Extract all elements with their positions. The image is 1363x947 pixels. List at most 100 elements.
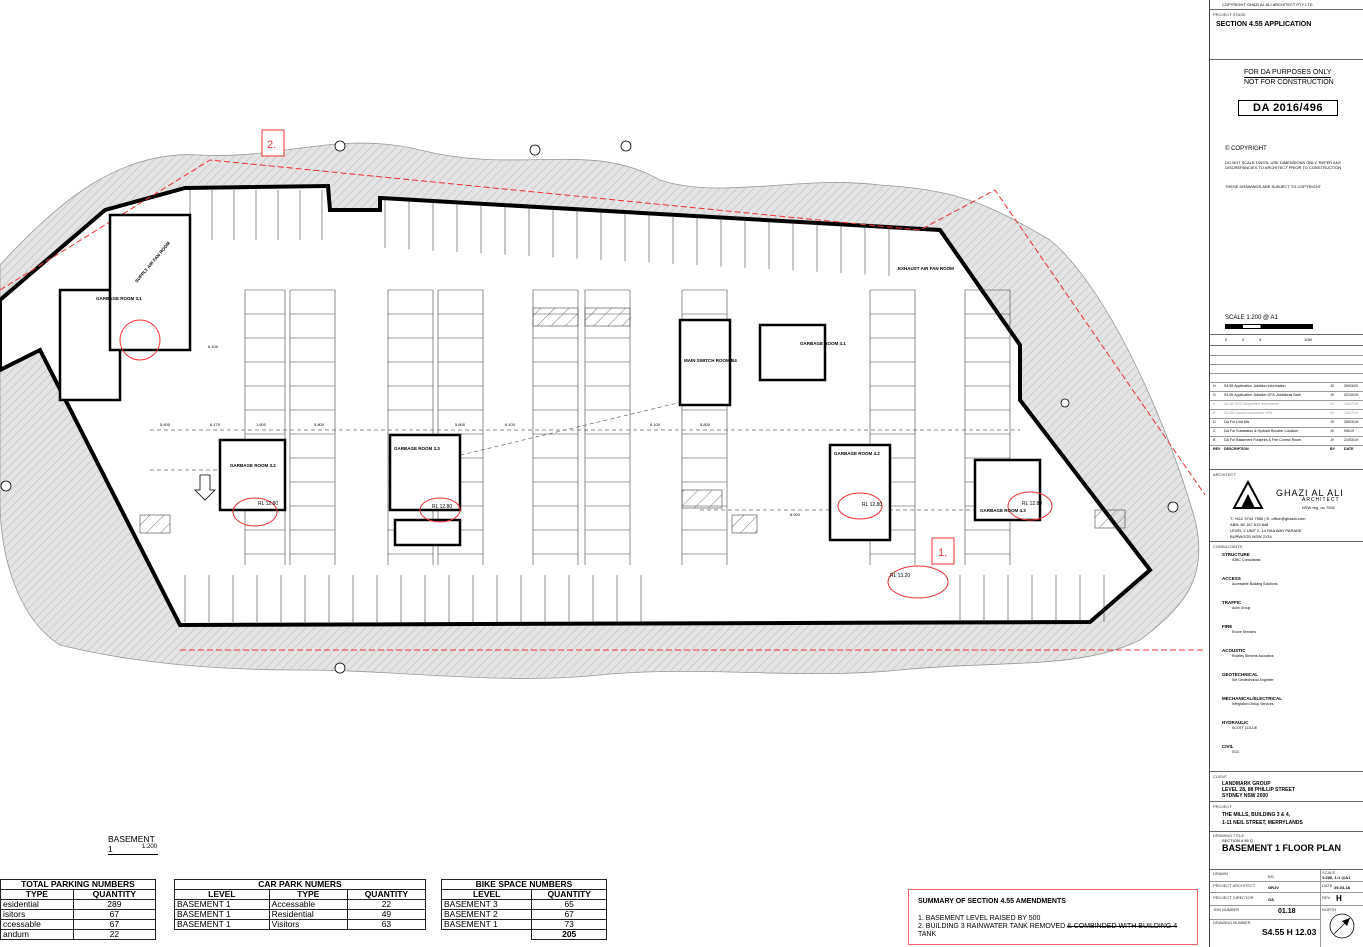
rl-label: RL 12.80 — [258, 501, 278, 507]
svg-text:6.900: 6.900 — [790, 512, 801, 517]
rl-label: RL 13.20 — [890, 573, 910, 579]
title-block: COPYRIGHT GHAZI AL ALI ARCHITECT PTY LTD… — [1209, 0, 1363, 947]
revision-letter: H — [1336, 894, 1342, 903]
drawing-title-cell: DRAWING TITLE SECTION 4.55 Q BASEMENT 1 … — [1210, 832, 1363, 870]
svg-text:5.400: 5.400 — [160, 422, 171, 427]
table-caption: CAR PARK NUMERS — [174, 879, 426, 890]
revision-row — [1210, 346, 1363, 356]
job-number: 01.18 — [1278, 908, 1296, 915]
room-exhaust-fan: EXHAUST AIR FAN ROOM — [898, 266, 954, 271]
callout-1: 1. — [938, 547, 947, 559]
revision-row — [1210, 373, 1363, 383]
bike-total: 205 — [531, 929, 607, 940]
revision-row — [1210, 364, 1363, 374]
drawing-title: BASEMENT 1 FLOOR PLAN — [1222, 843, 1342, 853]
rl-label: RL 12.80 — [432, 504, 452, 510]
svg-text:6.100: 6.100 — [505, 422, 516, 427]
svg-text:6.100: 6.100 — [650, 422, 661, 427]
table-row: 205 — [442, 929, 607, 940]
project-stage: SECTION 4.55 APPLICATION — [1216, 21, 1312, 28]
architect-cell: ARCHITECT GHAZI AL ALI ARCHITECT NSW reg… — [1210, 470, 1363, 542]
amendment-item: TANK — [918, 931, 937, 938]
table-header: TYPE — [268, 889, 348, 900]
project-stage-cell: PROJECT STAGE SECTION 4.55 APPLICATION — [1210, 10, 1363, 60]
client-cell: CLIENT LANDMARK GROUP LEVEL 28, 88 PHILL… — [1210, 772, 1363, 802]
room-garbage-31: GARBAGE ROOM 3.1 — [96, 296, 142, 301]
svg-text:6.100: 6.100 — [208, 344, 219, 349]
table-header: LEVEL — [174, 889, 270, 900]
table-header: QUANTITY — [531, 889, 607, 900]
svg-text:5.800: 5.800 — [700, 422, 711, 427]
basement-floor-plan: 2. 1. SUPPLY AIR FAN ROOM EXHAUST AIR FA… — [0, 129, 1206, 679]
room-garbage-32: GARBAGE ROOM 3.2 — [230, 463, 276, 468]
table-header: LEVEL — [440, 889, 533, 900]
room-garbage-33: GARBAGE ROOM 3.3 — [394, 446, 440, 451]
rl-label: RL 12.80 — [1022, 501, 1042, 507]
amendment-item: 2. BUILDING 3 RAINWATER TANK REMOVED & C… — [918, 923, 1178, 930]
north-arrow-icon — [1329, 913, 1355, 939]
rl-label: RL 12.80 — [862, 502, 882, 508]
table-header: TYPE — [0, 889, 74, 900]
project-cell: PROJECT THE MILLS, BUILDING 3 & 4, 1-11 … — [1210, 802, 1363, 832]
callout-2: 2. — [267, 139, 276, 151]
room-garbage-42: GARBAGE ROOM 4.2 — [834, 451, 880, 456]
copyright-line: COPYRIGHT GHAZI AL ALI ARCHITECT PTY LTD — [1210, 0, 1363, 10]
plan-scale: 1:200 — [142, 844, 158, 850]
table-caption: TOTAL PARKING NUMBERS — [0, 879, 156, 890]
room-garbage-43: GARBAGE ROOM 4.3 — [980, 508, 1026, 513]
amendment-item: 1. BASEMENT LEVEL RAISED BY 500 — [918, 915, 1041, 922]
table-caption: BIKE SPACE NUMBERS — [441, 879, 607, 890]
plan-title: BASEMENT 1 — [108, 834, 158, 855]
site-boundary — [0, 159, 1206, 496]
da-number: DA 2016/496 — [1238, 100, 1338, 116]
amendments-title: SUMMARY OF SECTION 4.55 AMENDMENTS — [918, 898, 1066, 905]
svg-text:5.800: 5.800 — [314, 422, 325, 427]
drawing-info-grid: DRAWN KO SCALE 1:200, 1:1 @A1 PROJECT AR… — [1210, 870, 1363, 947]
svg-text:5.800: 5.800 — [455, 422, 466, 427]
svg-text:1.600: 1.600 — [256, 422, 267, 427]
table-header: QUANTITY — [72, 889, 157, 900]
room-main-switch: MAIN SWITCH ROOM B4 — [684, 358, 737, 363]
notes-cell: FOR DA PURPOSES ONLY NOT FOR CONSTRUCTIO… — [1210, 60, 1363, 335]
architect-logo-icon — [1232, 480, 1264, 509]
amendments-box: SUMMARY OF SECTION 4.55 AMENDMENTS 1. BA… — [908, 889, 1198, 945]
svg-text:6.170: 6.170 — [210, 422, 221, 427]
scale-label: SCALE 1:200 @ A1 — [1225, 315, 1278, 321]
scale-bar — [1225, 324, 1313, 329]
drawing-number: S4.55 H 12.03 — [1262, 927, 1317, 937]
revision-row — [1210, 355, 1363, 365]
table-header: QUANTITY — [346, 889, 427, 900]
